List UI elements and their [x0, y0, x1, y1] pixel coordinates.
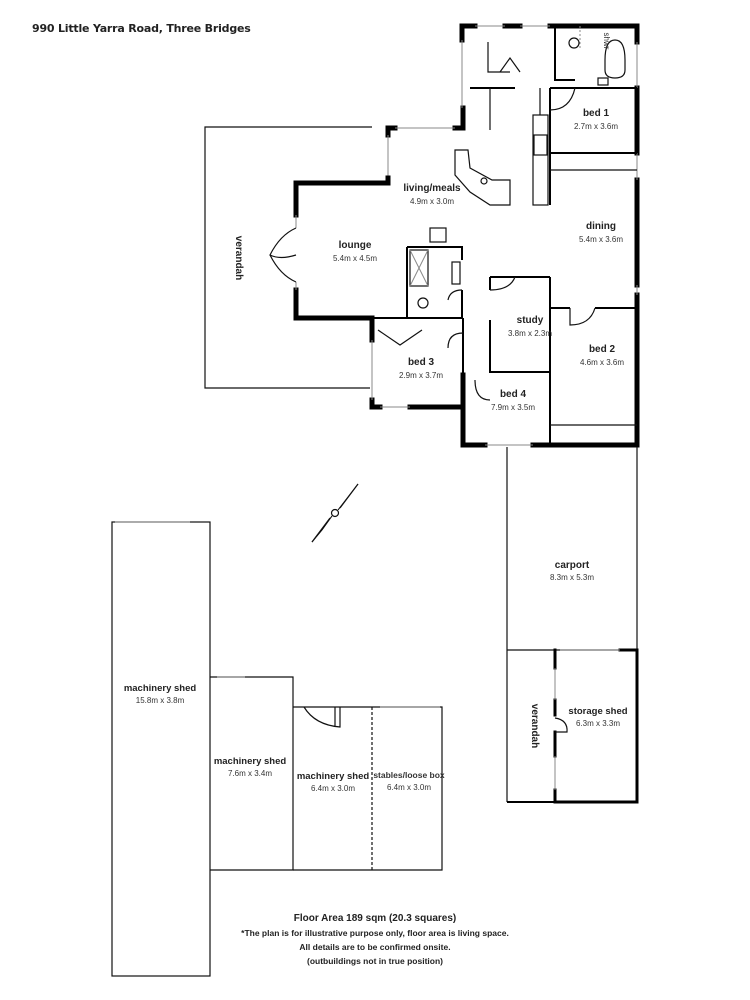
room-label-bed1: bed 1 [583, 108, 610, 119]
room-label-carport: carport [555, 560, 590, 571]
french-door[interactable] [269, 227, 297, 283]
disclaimer-line-3: (outbuildings not in true position) [307, 956, 443, 966]
bathtub-icon [604, 39, 626, 79]
toilet-icon [429, 227, 447, 243]
toilet-icon [417, 297, 429, 309]
room-label-study: study [517, 315, 544, 326]
carport-outline [506, 447, 638, 802]
room-dims-machinery-3: 6.4m x 3.0m [311, 784, 355, 793]
room-label-verandah-shed: verandah [529, 704, 540, 748]
room-dims-living: 4.9m x 3.0m [410, 197, 454, 206]
room-dims-bed1: 2.7m x 3.6m [574, 122, 618, 131]
room-label-bed4: bed 4 [500, 389, 527, 400]
room-dims-storage-shed: 6.3m x 3.3m [576, 719, 620, 728]
shower-icon [409, 249, 429, 287]
room-label-bed2: bed 2 [589, 344, 616, 355]
floor-area: Floor Area 189 sqm (20.3 squares) [293, 913, 457, 924]
machinery-shed-2 [210, 676, 294, 871]
room-label-stables: stables/loose box [373, 770, 445, 780]
room-dims-lounge: 5.4m x 4.5m [333, 254, 377, 263]
disclaimer-line-2: All details are to be confirmed onsite. [299, 942, 451, 952]
room-dims-bed3: 2.9m x 3.7m [399, 371, 443, 380]
doors[interactable] [377, 87, 596, 401]
vanity-icon [451, 261, 461, 285]
basin-icon [597, 77, 609, 86]
door[interactable] [554, 717, 568, 733]
room-dims-machinery-1: 15.8m x 3.8m [136, 696, 185, 705]
room-label-verandah: verandah [233, 236, 244, 280]
room-label-living: living/meals [403, 183, 461, 194]
disclaimer-line-1: *The plan is for illustrative purpose on… [241, 928, 509, 938]
toilet-icon [568, 37, 580, 49]
machinery-shed-3 [293, 706, 443, 871]
property-address: 990 Little Yarra Road, Three Bridges [32, 22, 251, 35]
room-label-machinery-3: machinery shed [297, 771, 370, 782]
north-arrow-icon [311, 483, 359, 543]
kitchen-bench [532, 114, 549, 206]
room-dims-machinery-2: 7.6m x 3.4m [228, 769, 272, 778]
room-label-shower: shwr [602, 33, 611, 50]
room-label-storage-shed: storage shed [568, 706, 627, 717]
internal-walls [372, 26, 637, 445]
room-dims-study: 3.8m x 2.3m [508, 329, 552, 338]
room-dims-dining: 5.4m x 3.6m [579, 235, 623, 244]
room-label-machinery-2: machinery shed [214, 756, 287, 767]
room-label-bed3: bed 3 [408, 357, 435, 368]
cooktop-icon [533, 134, 548, 156]
room-label-dining: dining [586, 221, 616, 232]
storage-shed-walls [553, 648, 639, 804]
room-label-machinery-1: machinery shed [124, 683, 197, 694]
kitchen-island [454, 149, 511, 206]
house-walls [293, 23, 640, 448]
room-label-lounge: lounge [339, 240, 372, 251]
sink-icon [480, 177, 488, 185]
verandah-outline [204, 126, 372, 389]
room-dims-bed4: 7.9m x 3.5m [491, 403, 535, 412]
plan-notes: Floor Area 189 sqm (20.3 squares) *The p… [0, 912, 750, 968]
room-dims-stables: 6.4m x 3.0m [387, 783, 431, 792]
room-dims-carport: 8.3m x 5.3m [550, 573, 594, 582]
door[interactable] [303, 706, 341, 728]
machinery-shed-1 [111, 521, 211, 977]
room-dims-bed2: 4.6m x 3.6m [580, 358, 624, 367]
